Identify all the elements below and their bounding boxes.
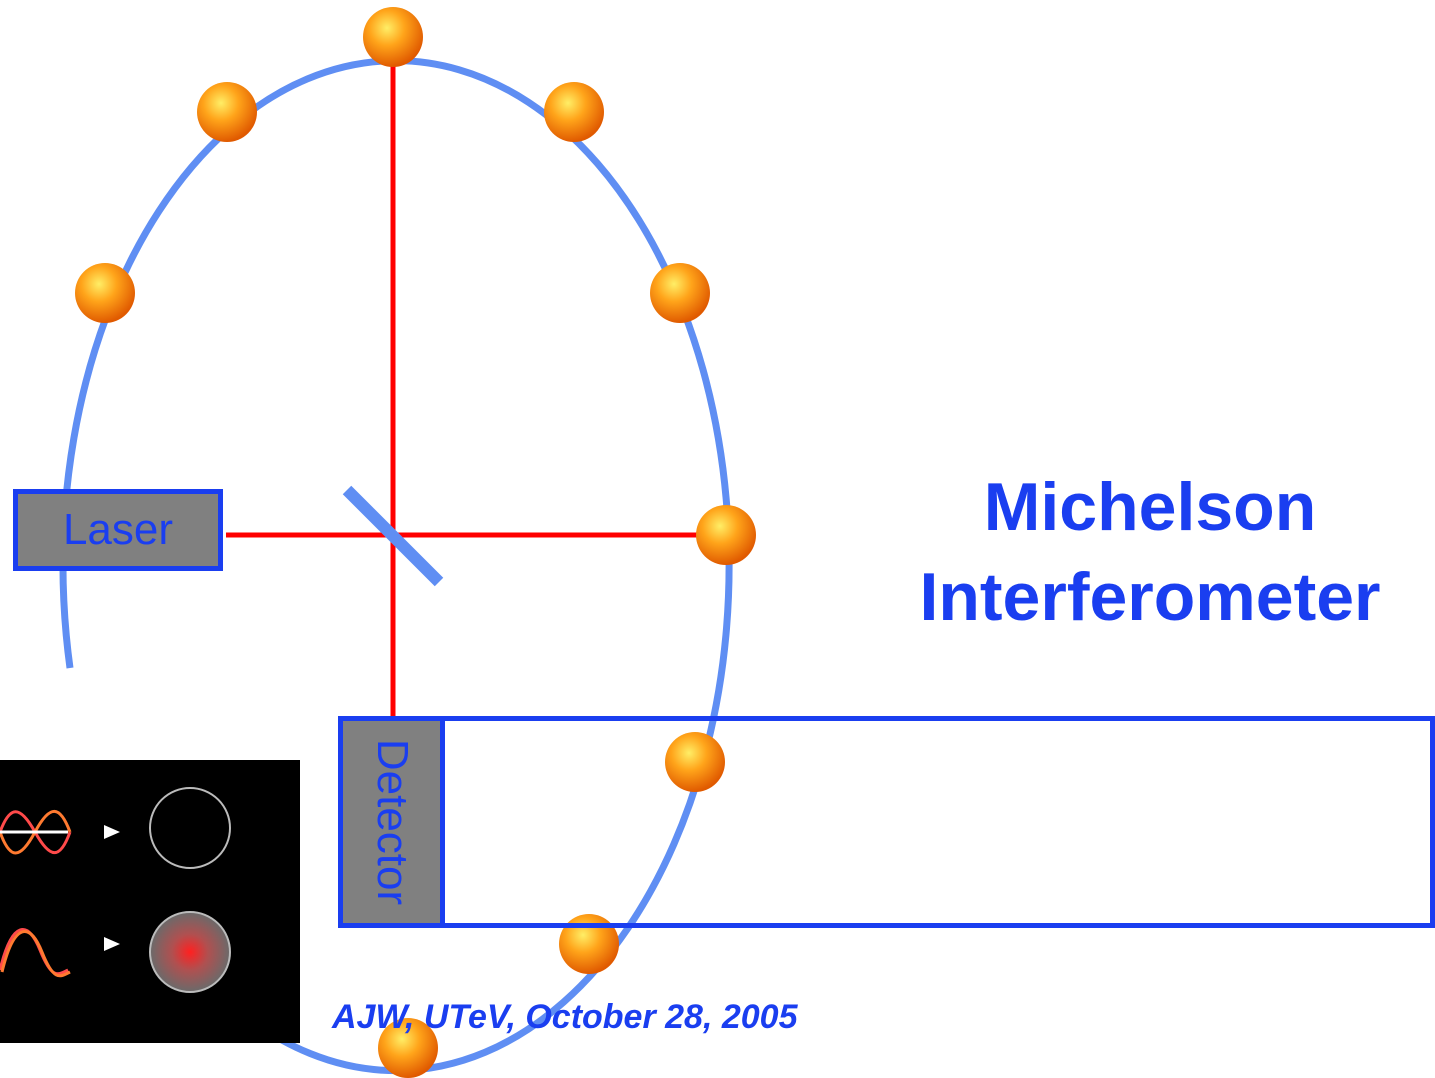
in-phase-waves-icon bbox=[0, 928, 71, 978]
detector-label: Detector bbox=[367, 738, 417, 906]
title-line-1: Michelson bbox=[983, 469, 1317, 545]
mirror-ball bbox=[544, 82, 604, 142]
arrow-icon bbox=[104, 937, 120, 951]
mirror-ball bbox=[363, 7, 423, 67]
detector-output-box bbox=[440, 716, 1435, 928]
mirror-ball bbox=[197, 82, 257, 142]
bright-fringe-icon bbox=[149, 911, 231, 993]
mirror-ball bbox=[378, 1018, 438, 1078]
title-line-2: Interferometer bbox=[919, 559, 1381, 635]
mirror-ball bbox=[665, 732, 725, 792]
laser-label: Laser bbox=[62, 505, 174, 554]
interference-inset-graphic bbox=[0, 787, 231, 993]
slide-title: Michelson Interferometer bbox=[850, 462, 1435, 642]
beam-splitter bbox=[342, 485, 444, 587]
detector-box: Detector bbox=[338, 716, 445, 928]
out-of-phase-waves-icon bbox=[0, 810, 72, 855]
interference-inset bbox=[0, 760, 300, 1043]
slide-footer: AJW, UTeV, October 28, 2005 bbox=[332, 998, 798, 1036]
mirror-ball bbox=[75, 263, 135, 323]
dark-fringe-icon bbox=[149, 787, 231, 869]
laser-box: Laser bbox=[13, 489, 223, 571]
mirror-ball bbox=[696, 505, 756, 565]
mirror-ball bbox=[559, 914, 619, 974]
mirror-ball bbox=[650, 263, 710, 323]
arrow-icon bbox=[104, 825, 120, 839]
